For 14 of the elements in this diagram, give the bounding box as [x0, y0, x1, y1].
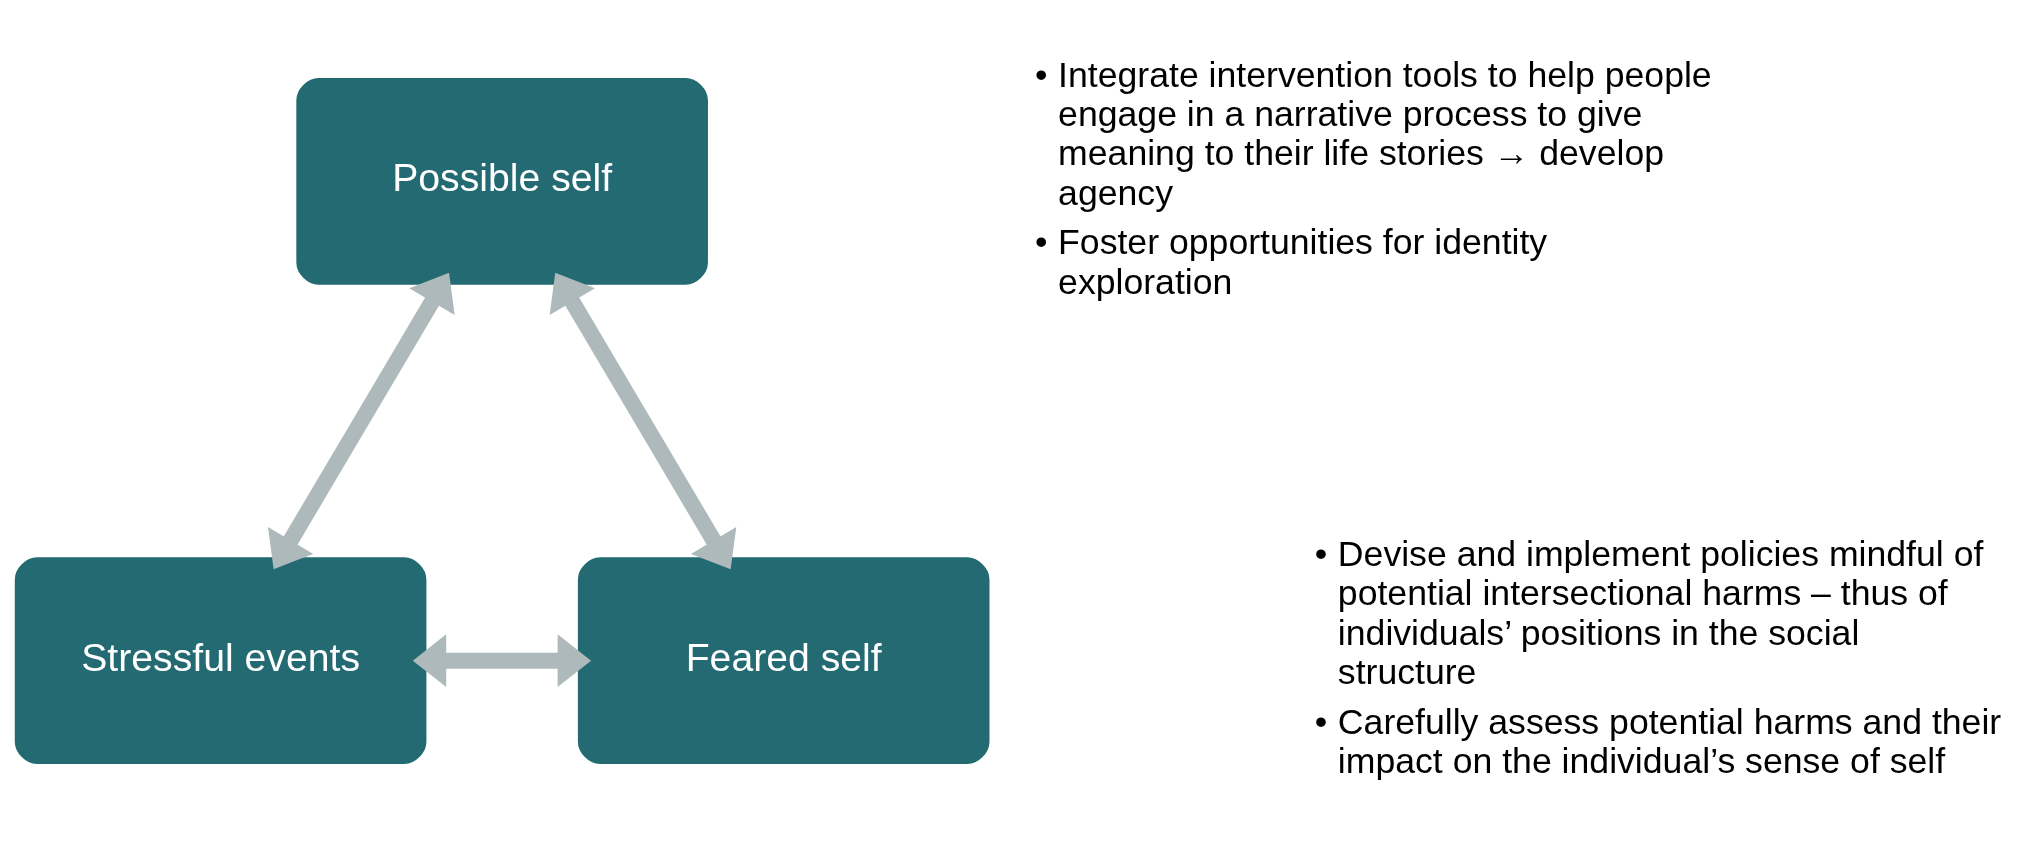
- label: •: [1034, 54, 1048, 95]
- label: •: [1034, 222, 1048, 263]
- arrow: [268, 272, 455, 570]
- label: •: [1314, 534, 1328, 575]
- label: Integrate intervention tools to help people engage in a narrative process to give meaning to their life stories → develop agency: [1058, 54, 1712, 213]
- label: Carefully assess potential harms and their impact on the individual’s sense of self: [1337, 701, 2002, 781]
- node-box: Possible self: [296, 78, 708, 285]
- label: Devise and implement policies mindful of potential intersectional harms – thus of individuals’ positions in the social structure: [1337, 534, 1984, 692]
- node-box: Stressful events: [14, 557, 427, 764]
- label: •: [1314, 701, 1328, 742]
- arrow: [549, 272, 737, 570]
- arrow: [412, 634, 592, 687]
- label: Foster opportunities for identity exploration: [1058, 222, 1548, 302]
- node-box: Feared self: [577, 557, 990, 764]
